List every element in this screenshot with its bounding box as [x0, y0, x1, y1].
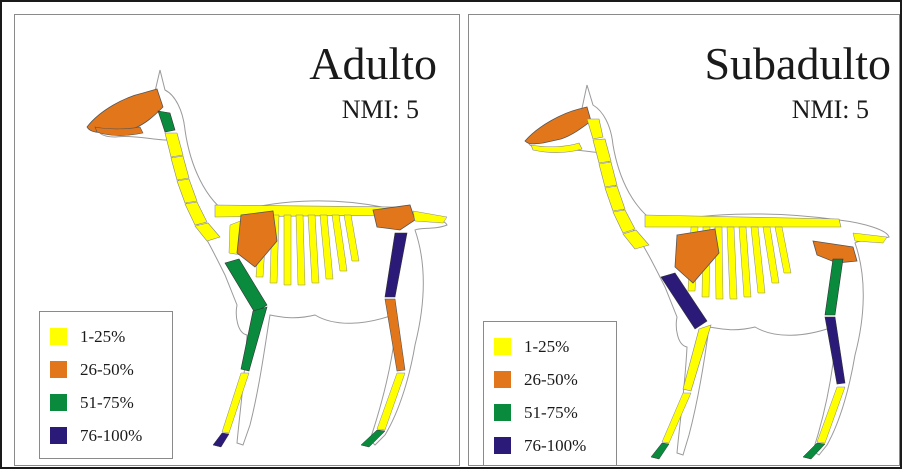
femur [385, 233, 407, 297]
tibia [825, 317, 845, 384]
tibia [385, 299, 405, 371]
legend-item: 26-50% [494, 363, 606, 396]
legend-label: 26-50% [524, 370, 578, 390]
legend: 1-25% 26-50% 51-75% 76-100% [39, 311, 173, 459]
legend-label: 26-50% [80, 360, 134, 380]
radius-ulna [683, 325, 711, 391]
femur [825, 259, 843, 315]
nmi-label: NMI: 5 [792, 95, 869, 125]
nmi-label: NMI: 5 [342, 95, 419, 125]
legend: 1-25% 26-50% 51-75% 76-100% [483, 321, 617, 466]
legend-item: 1-25% [50, 320, 162, 353]
legend-swatch [494, 437, 511, 454]
humerus [661, 273, 707, 329]
legend-swatch [50, 328, 67, 345]
panel-subadulto: Subadulto NMI: 5 1-25% 26-50% 51-75% 76-… [468, 14, 900, 466]
legend-swatch [50, 427, 67, 444]
atlas-vertebra [587, 119, 603, 139]
legend-label: 51-75% [524, 403, 578, 423]
legend-label: 1-25% [524, 337, 569, 357]
legend-item: 1-25% [494, 330, 606, 363]
front-metacarpal [222, 373, 249, 433]
mandible [531, 143, 582, 153]
legend-item: 26-50% [50, 353, 162, 386]
legend-item: 51-75% [494, 396, 606, 429]
front-phalanges [213, 433, 229, 447]
legend-swatch [50, 394, 67, 411]
age-title: Subadulto [704, 37, 891, 90]
tail [413, 211, 447, 223]
cervical-vertebrae [165, 133, 220, 241]
legend-item: 76-100% [494, 429, 606, 462]
legend-label: 51-75% [80, 393, 134, 413]
legend-item: 51-75% [50, 386, 162, 419]
atlas-vertebra [158, 111, 175, 132]
scapula [675, 229, 719, 283]
skull [87, 89, 163, 132]
legend-swatch [494, 371, 511, 388]
legend-item: 76-100% [50, 419, 162, 452]
legend-swatch [50, 361, 67, 378]
age-title: Adulto [309, 37, 437, 90]
legend-label: 76-100% [80, 426, 142, 446]
cervical-vertebrae [593, 139, 649, 249]
legend-label: 1-25% [80, 327, 125, 347]
front-phalanges [651, 443, 669, 459]
pelvis [373, 205, 415, 230]
legend-swatch [494, 404, 511, 421]
panel-adulto: Adulto NMI: 5 1-25% 26-50% 51-75% 76-100… [14, 14, 460, 466]
legend-label: 76-100% [524, 436, 586, 456]
legend-swatch [494, 338, 511, 355]
front-metacarpal [662, 393, 691, 443]
skull [525, 107, 591, 144]
